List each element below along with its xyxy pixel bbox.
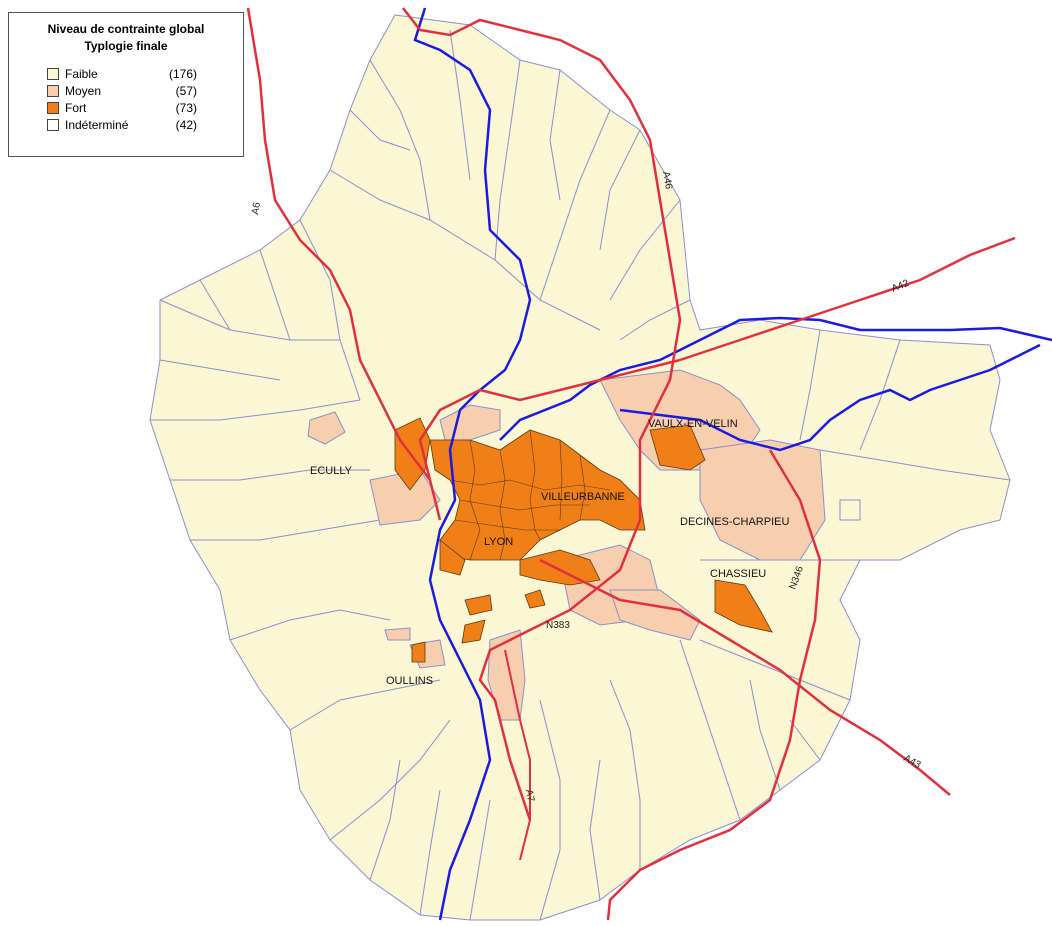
legend-subtitle: Typlogie finale — [84, 39, 168, 53]
legend-item-moyen: Moyen (57) — [47, 82, 243, 99]
legend-swatch-indetermine — [47, 118, 59, 131]
city-label-lyon: LYON — [484, 536, 513, 548]
legend-item-indetermine: Indéterminé (42) — [47, 116, 243, 133]
city-label-vaulx-en-velin: VAULX-EN-VELIN — [648, 418, 738, 430]
city-label-ecully: ECULLY — [310, 465, 353, 477]
legend-item-fort: Fort (73) — [47, 99, 243, 116]
road-label-a7: A7 — [523, 789, 536, 803]
road-a7 — [504, 649, 531, 861]
legend-label: Fort — [65, 100, 87, 115]
legend-count: (57) — [175, 83, 197, 98]
legend-swatch-moyen — [47, 84, 59, 97]
map-legend: Niveau de contrainte global Typlogie fin… — [8, 12, 244, 157]
city-label-oullins: OULLINS — [386, 675, 433, 687]
city-label-chassieu: CHASSIEU — [710, 568, 766, 580]
legend-count: (176) — [168, 66, 197, 81]
roads — [246, 7, 1016, 921]
legend-item-faible: Faible (176) — [47, 65, 243, 82]
city-label-villeurbanne: VILLEURBANNE — [541, 491, 625, 503]
fort-fine-boundaries — [449, 429, 611, 561]
legend-label: Faible — [65, 66, 98, 81]
commune-boundaries — [150, 29, 1011, 921]
rivers — [413, 7, 1052, 921]
legend-items: Faible (176) Moyen (57) Fort (73) Indéte… — [9, 65, 243, 133]
zones-moyen — [307, 369, 861, 721]
legend-label: Moyen — [65, 83, 102, 98]
road-label-a46: A46 — [660, 171, 674, 191]
legend-count: (42) — [175, 117, 197, 132]
road-label-a42: A42 — [890, 278, 911, 295]
legend-swatch-faible — [47, 67, 59, 80]
legend-count: (73) — [175, 100, 197, 115]
legend-title: Niveau de contrainte global — [47, 22, 205, 36]
road-label-n383: N383 — [546, 620, 570, 631]
road-label-a6: A6 — [250, 201, 263, 215]
legend-swatch-fort — [47, 101, 59, 114]
city-label-decines-charpieu: DECINES-CHARPIEU — [680, 516, 789, 528]
legend-label: Indéterminé — [65, 117, 129, 132]
